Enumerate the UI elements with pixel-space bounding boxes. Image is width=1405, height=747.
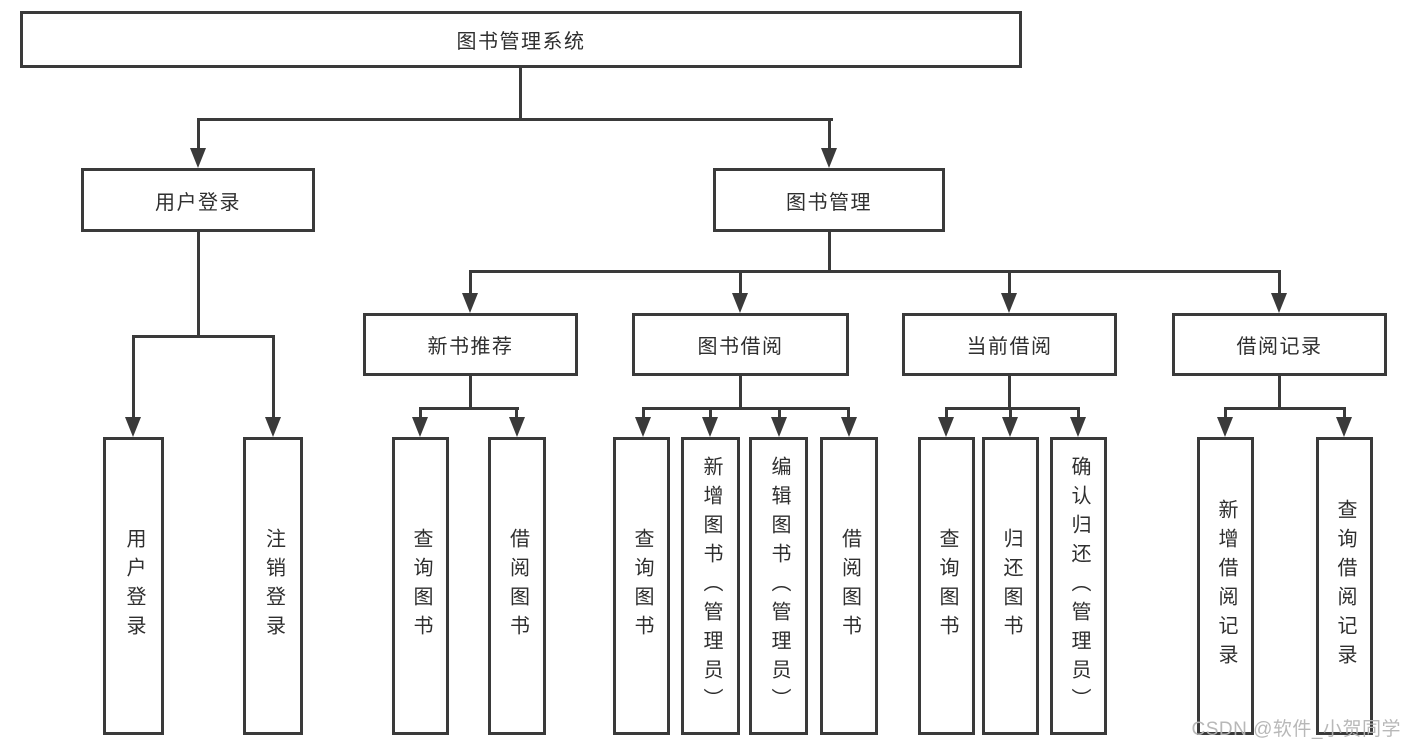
- edge-line: [419, 407, 519, 410]
- leaf-label: 新增图书（管理员）: [700, 455, 722, 717]
- leaf-label: 注销登录: [262, 528, 285, 644]
- leaf-label: 借阅图书: [506, 528, 529, 644]
- leaf-label: 新增借阅记录: [1215, 499, 1237, 673]
- arrow-down-icon: [509, 417, 525, 437]
- arrow-down-icon: [1070, 417, 1086, 437]
- leaf-logout-login: 注销登录: [243, 437, 303, 735]
- node-label: 新书推荐: [427, 336, 514, 358]
- arrow-down-icon: [1002, 417, 1018, 437]
- leaf-query-borrow-record: 查询借阅记录: [1316, 437, 1373, 735]
- leaf-borrow-books-recommend: 借阅图书: [488, 437, 546, 735]
- edge-line: [197, 118, 200, 152]
- edge-line: [132, 335, 275, 338]
- edge-line: [132, 335, 135, 419]
- leaf-query-books-borrowing: 查询图书: [613, 437, 670, 735]
- edge-line: [469, 270, 472, 296]
- arrow-down-icon: [732, 293, 748, 313]
- arrow-down-icon: [771, 417, 787, 437]
- node-book-management: 图书管理: [713, 168, 945, 232]
- node-label: 借阅记录: [1236, 336, 1323, 358]
- edge-line: [272, 335, 275, 419]
- edge-line: [828, 232, 831, 270]
- leaf-query-books-current: 查询图书: [918, 437, 975, 735]
- edge-line: [945, 407, 948, 421]
- leaf-confirm-return-admin: 确认归还（管理员）: [1050, 437, 1107, 735]
- edge-line: [1278, 376, 1281, 407]
- edge-line: [1343, 407, 1346, 421]
- edge-line: [739, 270, 742, 296]
- leaf-add-borrow-record: 新增借阅记录: [1197, 437, 1254, 735]
- arrow-down-icon: [125, 417, 141, 437]
- leaf-label: 查询图书: [410, 528, 432, 644]
- leaf-edit-books-admin: 编辑图书（管理员）: [749, 437, 808, 735]
- arrow-down-icon: [938, 417, 954, 437]
- edge-line: [1224, 407, 1227, 421]
- csdn-watermark: CSDN @软件_小贺同学: [1191, 719, 1401, 740]
- leaf-label: 查询图书: [936, 528, 958, 644]
- edge-line: [1077, 407, 1080, 421]
- leaf-label: 编辑图书（管理员）: [768, 455, 790, 717]
- node-borrowing-records: 借阅记录: [1172, 313, 1387, 376]
- node-label: 图书管理: [786, 191, 872, 214]
- edge-line: [1278, 270, 1281, 296]
- node-library-management-system: 图书管理系统: [20, 11, 1022, 68]
- node-label: 当前借阅: [966, 336, 1053, 358]
- arrow-down-icon: [1001, 293, 1017, 313]
- edge-line: [828, 118, 831, 152]
- edge-line: [739, 376, 742, 407]
- edge-line: [419, 407, 422, 421]
- edge-line: [1008, 376, 1011, 407]
- edge-line: [519, 66, 522, 118]
- edge-line: [515, 407, 518, 421]
- arrow-down-icon: [265, 417, 281, 437]
- edge-line: [197, 118, 833, 121]
- leaf-user-login: 用户登录: [103, 437, 164, 735]
- edge-line: [945, 407, 1079, 410]
- node-label: 用户登录: [155, 191, 241, 214]
- edge-line: [1008, 270, 1011, 296]
- node-label: 图书管理系统: [456, 31, 586, 53]
- leaf-return-books: 归还图书: [982, 437, 1039, 735]
- arrow-down-icon: [412, 417, 428, 437]
- leaf-label: 查询图书: [631, 528, 653, 644]
- edge-line: [1009, 407, 1012, 421]
- arrow-down-icon: [821, 148, 837, 168]
- arrow-down-icon: [190, 148, 206, 168]
- node-label: 图书借阅: [697, 336, 784, 358]
- leaf-query-books-recommend: 查询图书: [392, 437, 449, 735]
- edge-line: [469, 270, 1281, 273]
- edge-line: [778, 407, 781, 421]
- arrow-down-icon: [1217, 417, 1233, 437]
- node-current-borrowing: 当前借阅: [902, 313, 1117, 376]
- edge-line: [709, 407, 712, 421]
- arrow-down-icon: [635, 417, 651, 437]
- arrow-down-icon: [841, 417, 857, 437]
- edge-line: [847, 407, 850, 421]
- edge-line: [469, 376, 472, 407]
- node-book-borrowing: 图书借阅: [632, 313, 849, 376]
- arrow-down-icon: [1271, 293, 1287, 313]
- leaf-label: 确认归还（管理员）: [1068, 455, 1090, 717]
- edge-line: [642, 407, 645, 421]
- arrow-down-icon: [462, 293, 478, 313]
- edge-line: [197, 232, 200, 335]
- leaf-label: 归还图书: [1000, 528, 1022, 644]
- leaf-add-books-admin: 新增图书（管理员）: [681, 437, 740, 735]
- leaf-label: 用户登录: [123, 528, 145, 644]
- leaf-label: 查询借阅记录: [1334, 499, 1356, 673]
- node-new-book-recommendation: 新书推荐: [363, 313, 578, 376]
- leaf-label: 借阅图书: [838, 528, 861, 644]
- arrow-down-icon: [1336, 417, 1352, 437]
- node-user-login: 用户登录: [81, 168, 315, 232]
- leaf-borrow-books-borrowing: 借阅图书: [820, 437, 878, 735]
- edge-line: [642, 407, 849, 410]
- arrow-down-icon: [702, 417, 718, 437]
- edge-line: [1224, 407, 1345, 410]
